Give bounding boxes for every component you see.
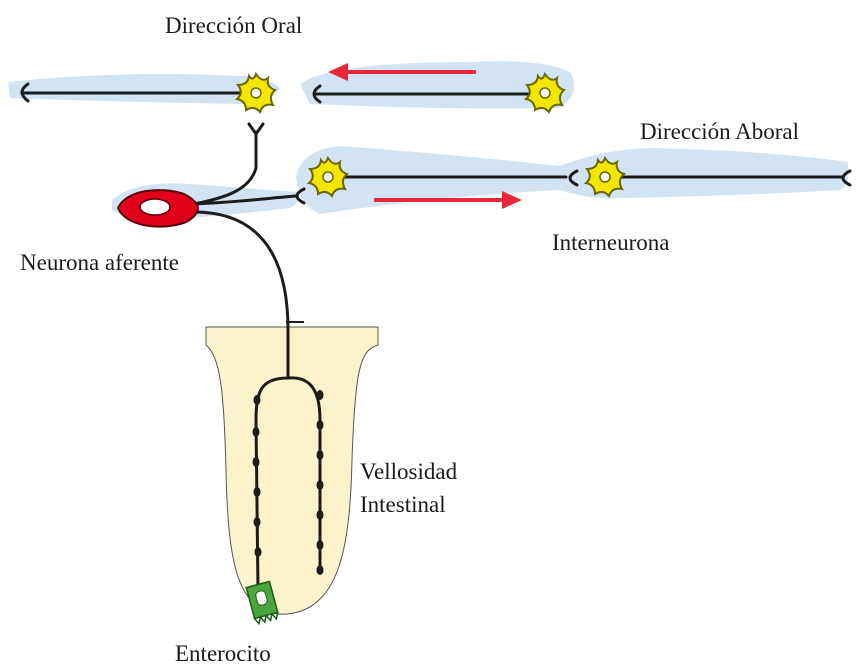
varicosity <box>254 487 261 497</box>
afferent-nucleus <box>140 199 170 215</box>
varicosity <box>255 547 262 557</box>
label-enterocyte: Enterocito <box>175 640 271 668</box>
label-villus-line1: Vellosidad <box>360 455 457 488</box>
varicosity <box>317 565 324 575</box>
varicosity <box>317 480 324 490</box>
varicosity <box>317 540 324 550</box>
varicosity <box>254 517 261 527</box>
label-afferent-neuron: Neurona aferente <box>20 249 179 277</box>
label-villus-line2: Intestinal <box>360 488 457 521</box>
varicosity <box>317 420 324 430</box>
varicosity <box>253 427 260 437</box>
varicosity <box>317 510 324 520</box>
varicosity <box>254 395 261 405</box>
varicosity <box>317 390 324 400</box>
label-intestinal-villus: Vellosidad Intestinal <box>360 455 457 521</box>
intestinal-villus <box>206 327 378 614</box>
afferent-synapse-y <box>249 124 263 134</box>
afferent-neuron <box>118 190 198 227</box>
label-oral-direction: Dirección Oral <box>165 12 302 40</box>
label-aboral-direction: Dirección Aboral <box>640 118 799 146</box>
varicosity <box>317 450 324 460</box>
label-interneuron: Interneurona <box>552 229 670 257</box>
varicosity <box>253 457 260 467</box>
arrow-aboral-head <box>502 191 522 209</box>
